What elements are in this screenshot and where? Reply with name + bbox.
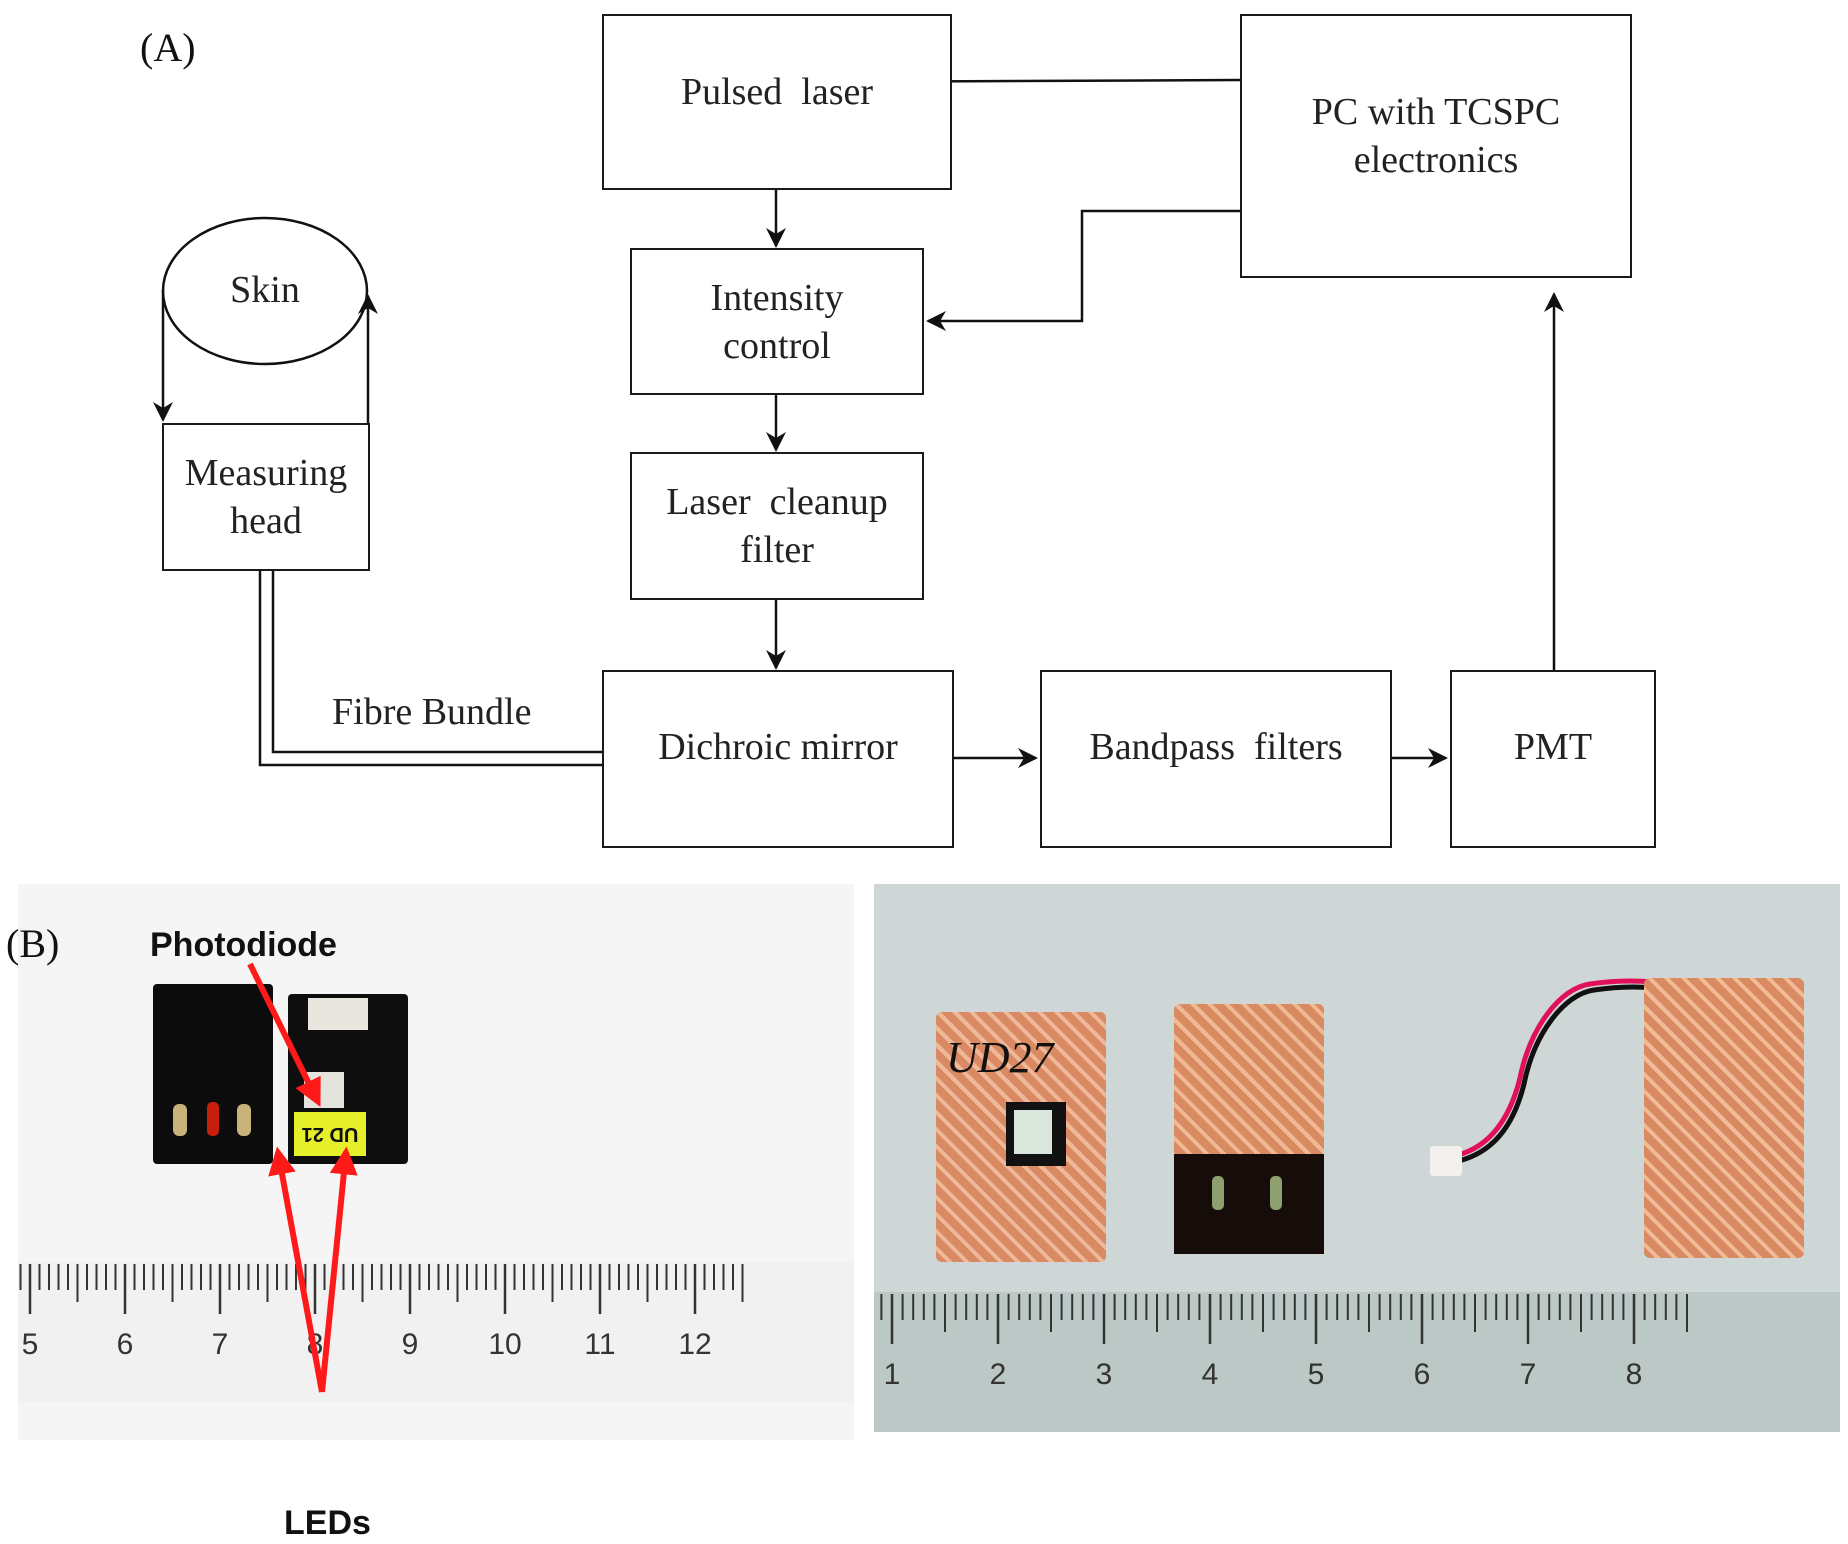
photodiode (207, 1102, 219, 1136)
connector-top (308, 998, 368, 1030)
arrow-to-led-right (319, 1146, 358, 1393)
ruler-right-ticks (880, 1294, 1688, 1344)
edge-pc-to-intensity-control (926, 209, 1240, 331)
ruler-number: 12 (678, 1328, 712, 1361)
connector-window (1006, 1102, 1066, 1166)
ruler-number: 1 (883, 1358, 901, 1391)
node-bandpass-label: Bandpass filters (1089, 726, 1343, 768)
cable-connector (1430, 1146, 1462, 1176)
ruler-number: 5 (21, 1328, 39, 1361)
arrow-to-photodiode (247, 962, 321, 1108)
ruler-number: 4 (1201, 1358, 1219, 1391)
cable (1453, 978, 1655, 1165)
node-dichroic-label: Dichroic mirror (658, 726, 898, 768)
ruler-number: 10 (488, 1328, 522, 1361)
annotation-arrows (247, 962, 358, 1393)
led-right (237, 1104, 251, 1136)
panel-a-label: (A) (140, 25, 196, 70)
photo-sensors-right: 1 2 3 4 5 6 7 8 UD27 (874, 884, 1840, 1432)
device-tag-ud27: UD27 (946, 1033, 1054, 1082)
shielded-device-open (1174, 1004, 1324, 1254)
annotation-leds: LEDs (284, 1504, 371, 1542)
ruler-number: 9 (401, 1328, 419, 1361)
node-cleanup-label-line1: Laser cleanup (666, 481, 888, 523)
ruler-right (874, 1292, 1840, 1432)
ruler-number: 3 (1095, 1358, 1113, 1391)
node-measuring-head-line2: head (230, 500, 302, 542)
node-pulsed-laser-label: Pulsed laser (680, 71, 874, 113)
shielded-device-ud27: UD27 (936, 1012, 1106, 1262)
fibre-bundle-line-inner (271, 570, 602, 754)
ruler-number: 7 (1519, 1358, 1537, 1391)
led-left (1212, 1176, 1224, 1210)
node-intensity-label-line2: control (723, 324, 831, 367)
ruler-left-ticks (19, 1264, 744, 1314)
ruler-number: 6 (1413, 1358, 1431, 1391)
sensor-face (1174, 1154, 1324, 1254)
node-pmt-label: PMT (1513, 726, 1593, 768)
ruler-number: 5 (1307, 1358, 1325, 1391)
node-skin-label: Skin (230, 269, 300, 311)
node-measuring-head-line1: Measuring (184, 452, 348, 494)
node-pc-label-line2: electronics (1353, 139, 1519, 181)
node-cleanup-label-line2: filter (740, 529, 814, 571)
node-bandpass-filters: Bandpass filters (1040, 670, 1392, 848)
node-measuring-head: Measuring head (162, 423, 370, 571)
ruler-number: 11 (584, 1328, 616, 1361)
sensor-device-black (153, 984, 273, 1164)
node-dichroic-mirror: Dichroic mirror (602, 670, 954, 848)
arrow-to-led-left (268, 1146, 325, 1393)
node-intensity-label-line1: Intensity (710, 276, 844, 319)
ruler-number: 6 (116, 1328, 134, 1361)
diagram-connectors (153, 71, 1564, 768)
panel-b-label: (B) (6, 921, 60, 966)
node-intensity-control: Intensity control (630, 248, 924, 395)
node-pulsed-laser: Pulsed laser (602, 14, 952, 190)
ruler-number: 7 (211, 1328, 229, 1361)
connector-white (1014, 1110, 1052, 1154)
node-pc-label-line1: PC with TCSPC (1311, 91, 1561, 133)
ruler-number: 8 (1625, 1358, 1643, 1391)
annotation-photodiode: Photodiode (150, 926, 337, 964)
node-pmt: PMT (1450, 670, 1656, 848)
node-laser-cleanup-filter: Laser cleanup filter (630, 452, 924, 600)
fibre-bundle-line-outer (258, 570, 602, 767)
led-right (1270, 1176, 1282, 1210)
led-left (173, 1104, 187, 1136)
shielded-device-cabled (1644, 978, 1804, 1258)
ruler-number: 2 (989, 1358, 1007, 1391)
node-pc-tcspc: PC with TCSPC electronics (1240, 14, 1632, 278)
skin-ellipse (161, 216, 369, 366)
edge-label-fibre-bundle: Fibre Bundle (332, 691, 532, 733)
